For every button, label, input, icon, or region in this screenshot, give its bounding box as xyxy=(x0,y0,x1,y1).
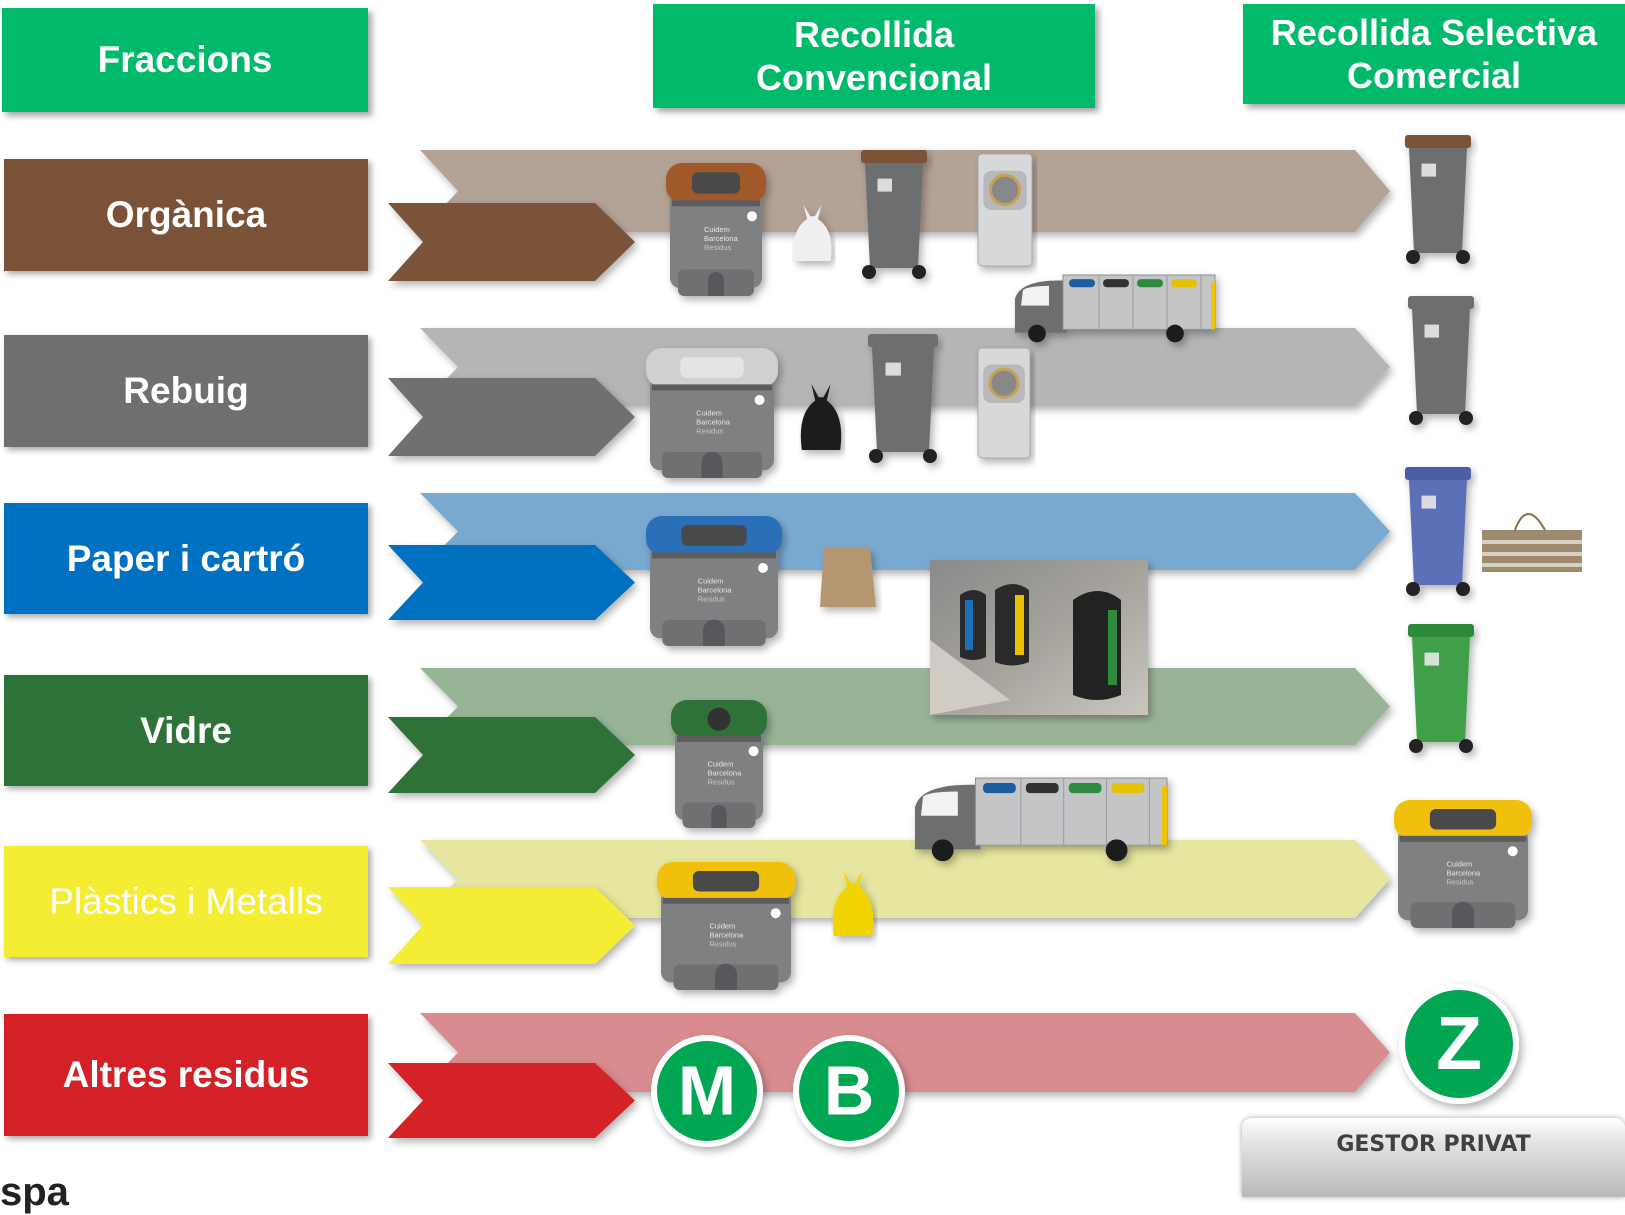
black-bag-icon xyxy=(800,384,842,450)
fraction-arrows xyxy=(388,150,1390,1138)
bin-brand-text: Barcelona xyxy=(1446,869,1481,878)
badge-letter: B xyxy=(824,1052,875,1130)
bin-brand-text: Residus xyxy=(709,940,736,949)
small-arrow xyxy=(388,545,635,620)
paper-bag-icon xyxy=(820,548,876,607)
commercial-wheelie-bin-icon xyxy=(1405,135,1471,264)
pneumatic-bin-icon xyxy=(977,153,1033,267)
bin-brand-text: Cuidem xyxy=(704,225,730,234)
header-convencional-line1: Recollida xyxy=(793,13,955,55)
pneumatic-bin-icon xyxy=(977,347,1031,459)
bin-brand-text: Cuidem xyxy=(709,922,735,931)
header-recollida-comercial: Recollida Selectiva Comercial xyxy=(1243,4,1625,104)
cardboard-bundle-icon xyxy=(1482,513,1582,572)
bin-brand-text: Residus xyxy=(707,778,734,787)
truck-icon xyxy=(1015,274,1216,343)
truck-icon xyxy=(915,777,1168,862)
fraction-label: Plàstics i Metalls xyxy=(49,880,323,922)
bin-brand-text: Cuidem xyxy=(1446,860,1472,869)
bin-brand-text: Barcelona xyxy=(698,586,733,595)
wheelie-bin-icon xyxy=(861,150,927,279)
bin-brand-text: Residus xyxy=(698,595,725,604)
gestor-privat-box: GESTOR PRIVAT xyxy=(1242,1118,1625,1197)
fraction-plastics: Plàstics i Metalls xyxy=(4,846,368,957)
badge-b-icon: B xyxy=(793,1035,905,1147)
header-recollida-convencional: Recollida Convencional xyxy=(653,4,1095,108)
bin-brand-text: Cuidem xyxy=(696,409,722,418)
yellow-bag-icon xyxy=(832,870,874,936)
header-comercial-line1: Recollida Selectiva xyxy=(1270,11,1598,53)
bin-brand-text: Barcelona xyxy=(709,931,744,940)
collection-objects: CuidemBarcelonaResidusCuidemBarcelonaRes… xyxy=(646,135,1582,1147)
commercial-wheelie-bin-icon xyxy=(1405,467,1471,596)
bin-brand-text: Barcelona xyxy=(704,234,739,243)
small-arrow xyxy=(388,203,635,281)
small-arrow xyxy=(388,378,635,456)
bin-brand-text: Residus xyxy=(704,243,731,252)
badge-letter: M xyxy=(678,1052,736,1130)
wheelie-bin-icon xyxy=(868,334,938,463)
street-photo xyxy=(930,560,1148,715)
fraction-label: Vidre xyxy=(140,709,232,751)
fraction-altres: Altres residus xyxy=(4,1014,368,1136)
small-arrow xyxy=(388,887,635,964)
bin-brand-text: Cuidem xyxy=(707,760,733,769)
small-arrow xyxy=(388,717,635,793)
header-fraccions: Fraccions xyxy=(2,8,368,112)
plastic-bag-icon xyxy=(793,205,832,261)
fraction-vidre: Vidre xyxy=(4,675,368,786)
commercial-wheelie-bin-icon xyxy=(1408,296,1474,425)
header-fraccions-label: Fraccions xyxy=(97,38,273,80)
bin-brand-text: Barcelona xyxy=(707,769,742,778)
bin-brand-text: Barcelona xyxy=(696,418,731,427)
fraction-rebuig: Rebuig xyxy=(4,335,368,447)
cut-off-text: spa xyxy=(0,1170,69,1214)
bin-brand-text: Cuidem xyxy=(698,577,724,586)
badge-z-icon: Z xyxy=(1399,984,1519,1104)
fraction-label: Altres residus xyxy=(62,1054,310,1095)
gestor-privat-label: GESTOR PRIVAT xyxy=(1336,1132,1531,1157)
bin-brand-text: Residus xyxy=(1446,878,1473,887)
fraction-paper: Paper i cartró xyxy=(4,503,368,614)
fraction-label: Paper i cartró xyxy=(66,537,306,579)
fraction-label: Rebuig xyxy=(123,370,249,411)
header-comercial-line2: Comercial xyxy=(1346,55,1522,96)
badge-letter: Z xyxy=(1436,1001,1482,1085)
commercial-wheelie-bin-icon xyxy=(1408,624,1474,753)
small-arrow xyxy=(388,1063,635,1138)
fraction-organica: Orgànica xyxy=(4,159,368,271)
badge-m-icon: M xyxy=(651,1035,763,1147)
fraction-label: Orgànica xyxy=(105,194,267,235)
header-convencional-line2: Convencional xyxy=(755,57,993,98)
bin-brand-text: Residus xyxy=(696,427,723,436)
